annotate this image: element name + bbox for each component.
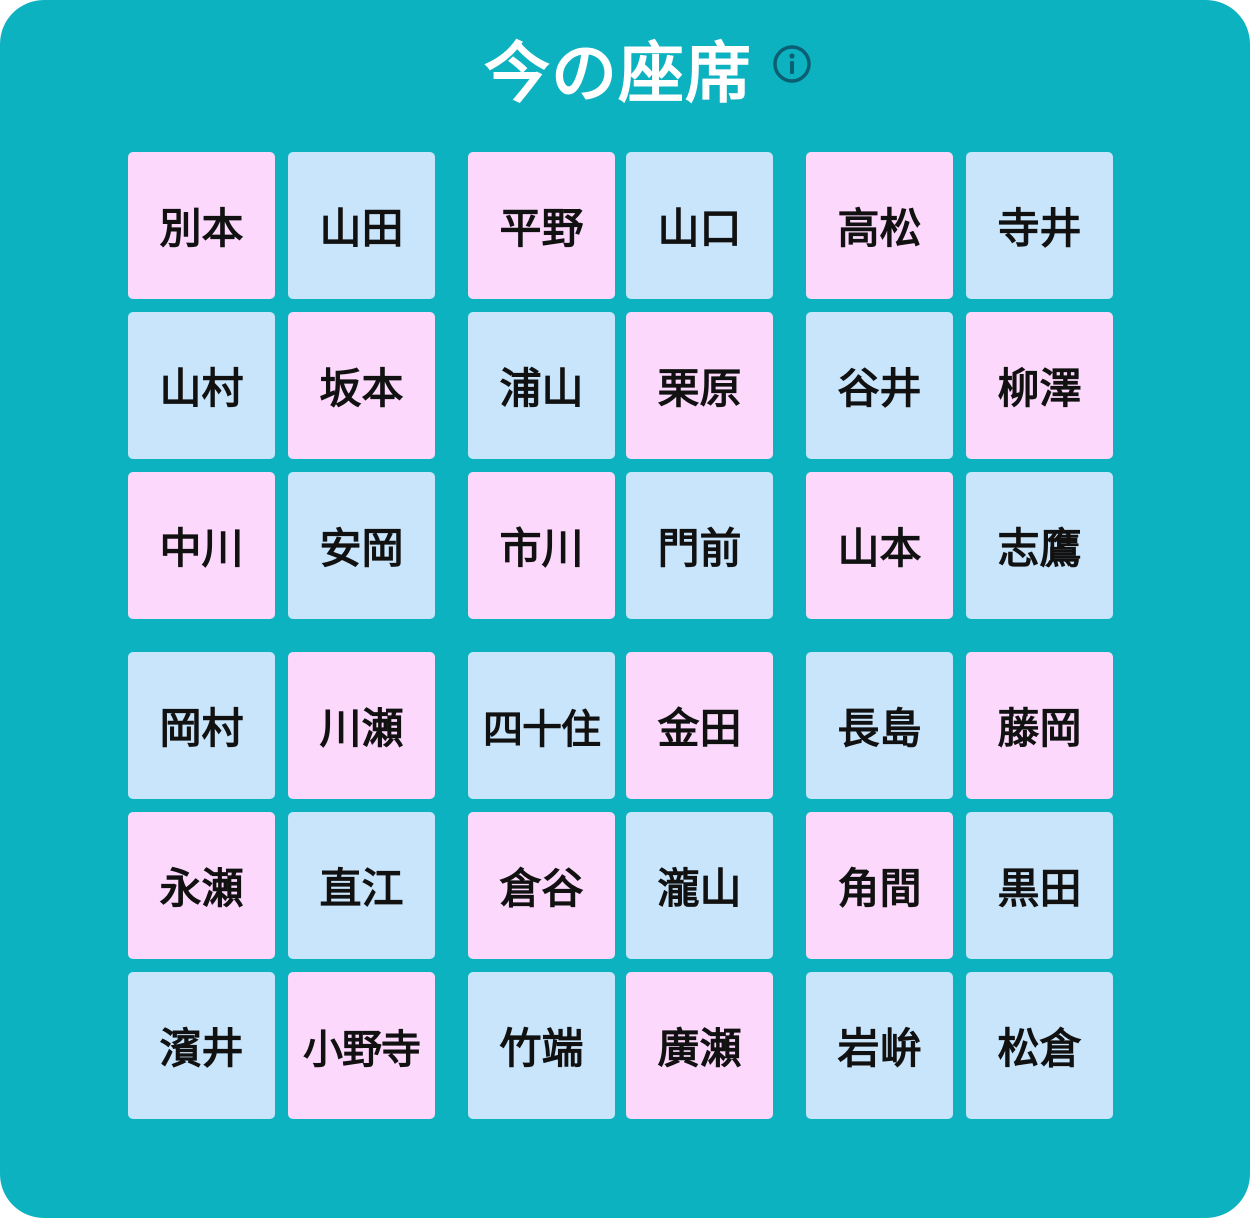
seat-card[interactable]: 廣瀬 — [626, 972, 773, 1119]
info-icon[interactable] — [772, 44, 812, 84]
seat-card[interactable]: 藤岡 — [966, 652, 1113, 799]
seat-card[interactable]: 別本 — [128, 152, 275, 299]
seat-card[interactable]: 角間 — [806, 812, 953, 959]
seat-card[interactable]: 黒田 — [966, 812, 1113, 959]
seat-card[interactable]: 門前 — [626, 472, 773, 619]
seat-card[interactable]: 長島 — [806, 652, 953, 799]
seat-card[interactable]: 山田 — [288, 152, 435, 299]
seat-card[interactable]: 竹端 — [468, 972, 615, 1119]
seat-card[interactable]: 瀧山 — [626, 812, 773, 959]
header: 今の座席 — [0, 28, 1250, 118]
page-title: 今の座席 — [484, 35, 752, 112]
seat-card[interactable]: 金田 — [626, 652, 773, 799]
seat-card[interactable]: 小野寺 — [288, 972, 435, 1119]
seat-card[interactable]: 谷井 — [806, 312, 953, 459]
seat-card[interactable]: 松倉 — [966, 972, 1113, 1119]
seat-card[interactable]: 高松 — [806, 152, 953, 299]
seat-card[interactable]: 濱井 — [128, 972, 275, 1119]
seat-card[interactable]: 市川 — [468, 472, 615, 619]
seat-card[interactable]: 坂本 — [288, 312, 435, 459]
seat-card[interactable]: 岩峅 — [806, 972, 953, 1119]
seat-card[interactable]: 山口 — [626, 152, 773, 299]
seat-card[interactable]: 直江 — [288, 812, 435, 959]
seat-card[interactable]: 倉谷 — [468, 812, 615, 959]
seat-card[interactable]: 栗原 — [626, 312, 773, 459]
seat-card[interactable]: 山本 — [806, 472, 953, 619]
seat-card[interactable]: 浦山 — [468, 312, 615, 459]
seat-card[interactable]: 川瀬 — [288, 652, 435, 799]
seat-card[interactable]: 中川 — [128, 472, 275, 619]
seat-card[interactable]: 志鷹 — [966, 472, 1113, 619]
seat-card[interactable]: 岡村 — [128, 652, 275, 799]
seat-card[interactable]: 寺井 — [966, 152, 1113, 299]
seat-card[interactable]: 永瀬 — [128, 812, 275, 959]
seat-card[interactable]: 山村 — [128, 312, 275, 459]
seat-card[interactable]: 柳澤 — [966, 312, 1113, 459]
seat-card[interactable]: 安岡 — [288, 472, 435, 619]
seat-card[interactable]: 四十住 — [468, 652, 615, 799]
seat-card[interactable]: 平野 — [468, 152, 615, 299]
